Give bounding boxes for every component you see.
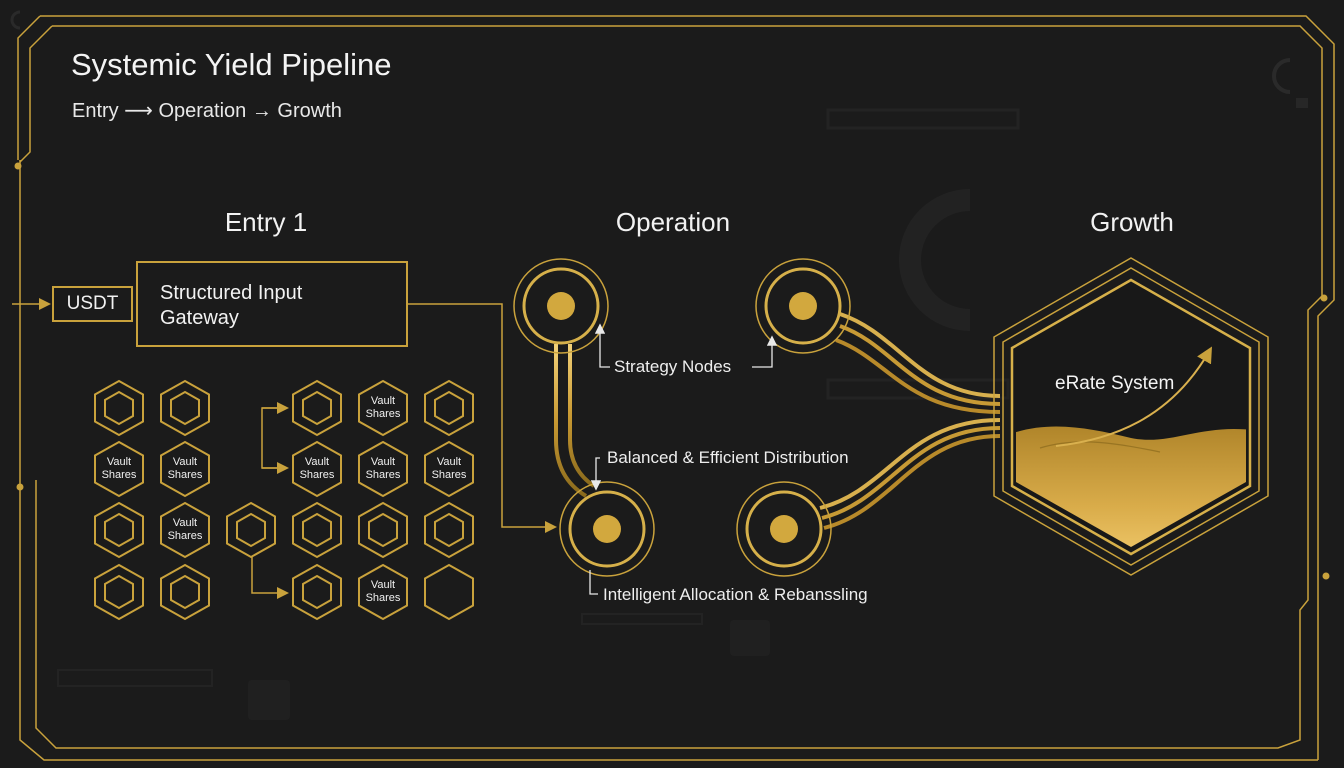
vault-label-line2: Shares (365, 469, 401, 481)
circuit-frame (14, 15, 1335, 761)
distribution-label: Balanced & Efficient Distribution (607, 448, 849, 467)
operation-pipes (554, 295, 1001, 539)
empty-hex (290, 562, 344, 622)
gateway-label-line2: Gateway (160, 307, 239, 329)
vault-label-line1: Vault (172, 517, 198, 529)
vault-label-line2: Shares (431, 469, 467, 481)
vault-label-line1: Vault (304, 456, 330, 468)
empty-hex (92, 500, 146, 560)
empty-hex (290, 378, 344, 438)
page-title: Systemic Yield Pipeline (71, 47, 392, 82)
section-growth-heading: Growth (1090, 207, 1174, 237)
vault-label-line2: Shares (365, 408, 401, 420)
empty-hex (422, 378, 476, 438)
allocation-label: Intelligent Allocation & Rebanssling (603, 585, 868, 604)
vault-label-line2: Shares (167, 530, 203, 542)
empty-hex (158, 562, 212, 622)
strategy-nodes-label: Strategy Nodes (614, 357, 732, 376)
strategy-node-2 (755, 258, 851, 354)
vault-label-line2: Shares (101, 469, 137, 481)
vault-label-line1: Vault (370, 395, 396, 407)
section-entry-heading: Entry 1 (224, 207, 308, 237)
empty-hex (92, 562, 146, 622)
empty-hex (422, 500, 476, 560)
vault-label-line1: Vault (436, 456, 462, 468)
empty-hex (356, 500, 410, 560)
erate-system-label: eRate System (1055, 373, 1175, 394)
vault-label-line1: Vault (370, 456, 396, 468)
strategy-node-1 (513, 258, 609, 354)
vault-label-line2: Shares (299, 469, 335, 481)
vault-label-line1: Vault (370, 579, 396, 591)
usdt-label: USDT (66, 293, 119, 314)
vault-label-line2: Shares (365, 592, 401, 604)
strategy-node-3 (559, 481, 655, 577)
vault-label-line1: Vault (172, 456, 198, 468)
usdt-input-box: USDT (52, 286, 133, 322)
vault-label-line2: Shares (167, 469, 203, 481)
empty-hex (422, 562, 476, 622)
empty-hex (92, 378, 146, 438)
vault-label-line1: Vault (106, 456, 132, 468)
gateway-label-line1: Structured Input (160, 282, 303, 304)
page-subtitle: Entry ⟶ Operation → Growth (72, 100, 342, 122)
strategy-node-4 (736, 481, 832, 577)
section-operation-heading: Operation (615, 207, 731, 237)
label-pointers (589, 323, 778, 595)
structured-input-gateway: Structured Input Gateway (136, 261, 408, 347)
growth-hexagon (993, 257, 1269, 576)
empty-hex (158, 378, 212, 438)
empty-hex (224, 500, 278, 560)
entry-connectors (12, 298, 557, 599)
empty-hex (290, 500, 344, 560)
